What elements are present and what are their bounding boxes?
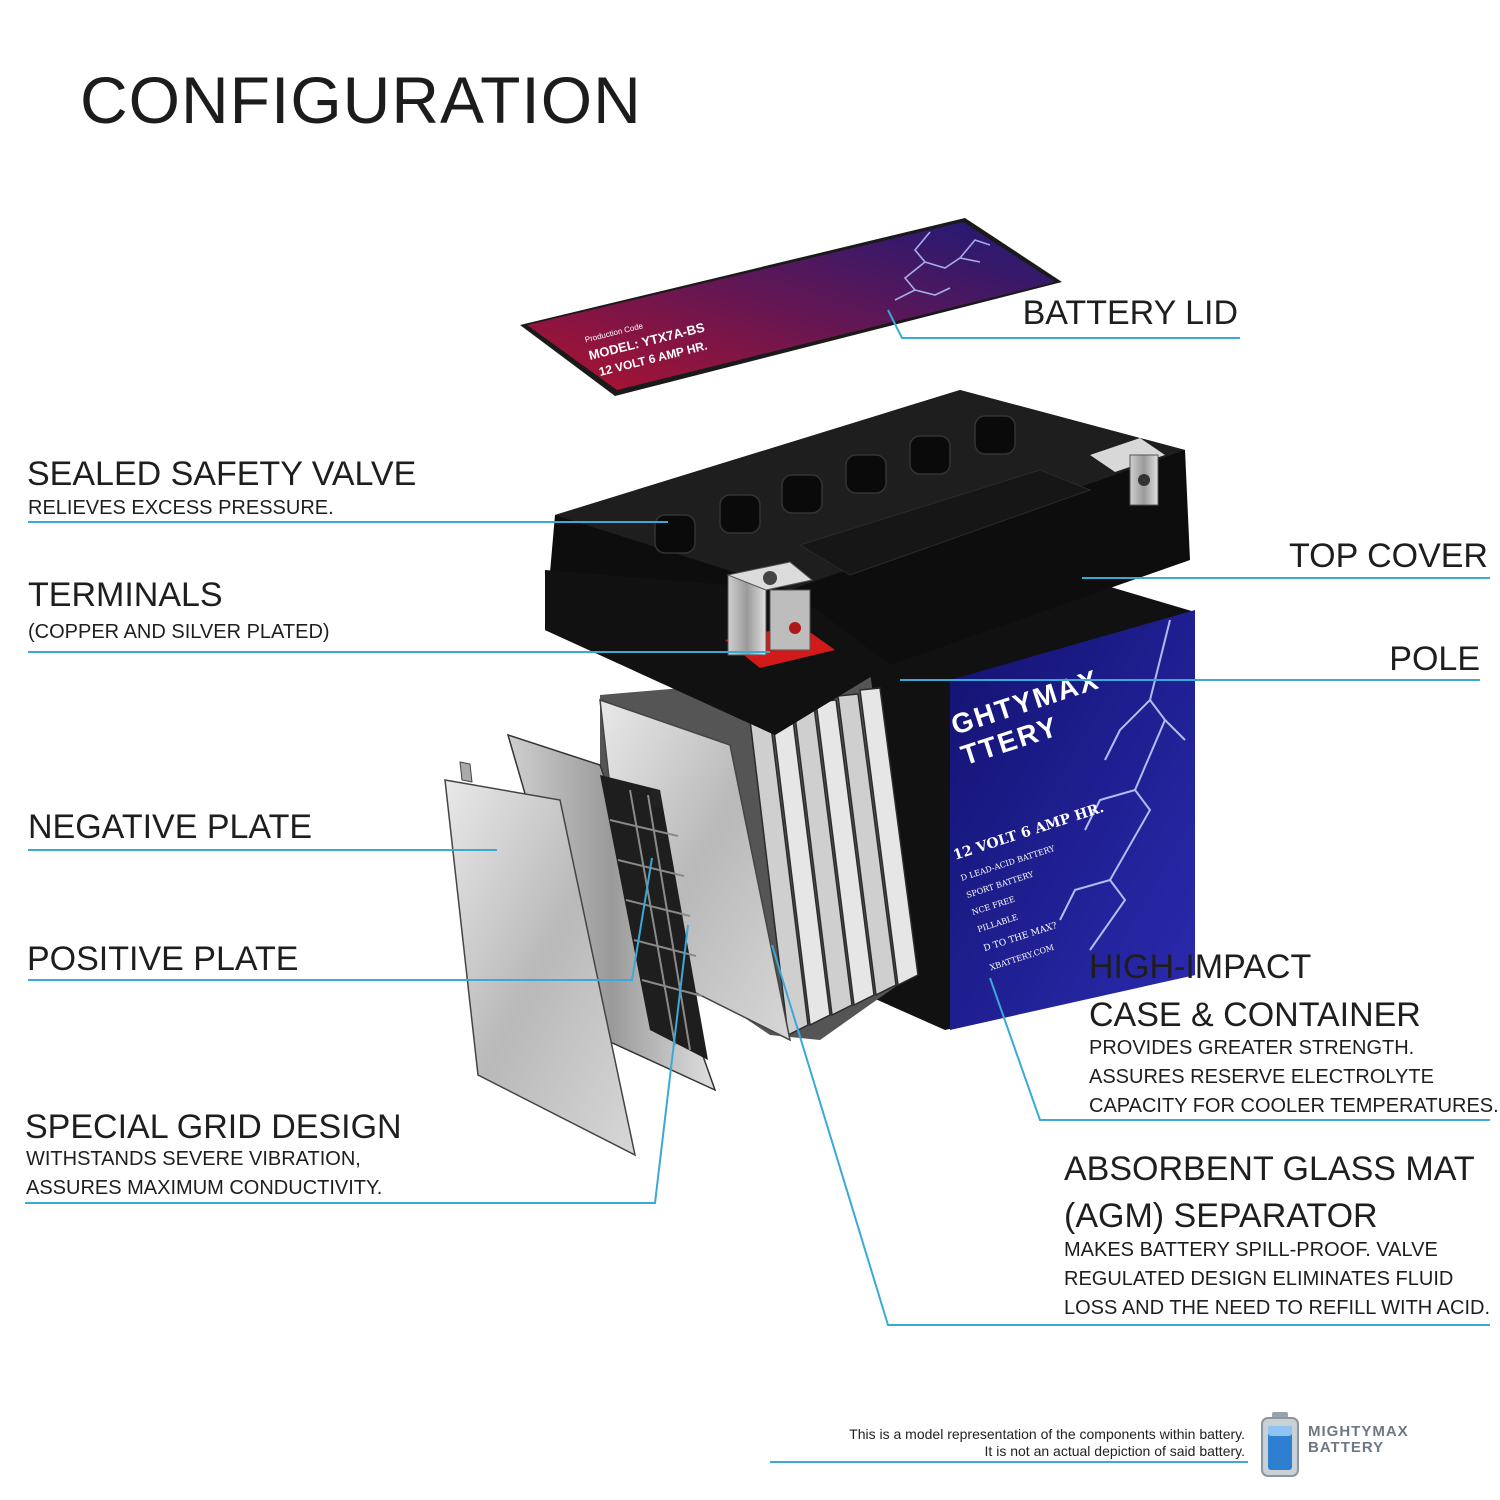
page-title: CONFIGURATION [80, 63, 642, 137]
battery-lid-label: BATTERY LID [1022, 294, 1238, 332]
case-title-line1: HIGH-IMPACT [1089, 948, 1312, 986]
pole-label: POLE [1389, 640, 1480, 678]
negative-plate [444, 761, 637, 1157]
agm-desc-line1: MAKES BATTERY SPILL-PROOF. VALVE [1064, 1239, 1438, 1261]
agm-title-line2: (AGM) SEPARATOR [1064, 1197, 1378, 1235]
special-grid-desc-line1: WITHSTANDS SEVERE VIBRATION, [26, 1148, 361, 1170]
sealed-safety-valve-desc: RELIEVES EXCESS PRESSURE. [28, 497, 334, 519]
battery-logo-icon [1261, 1412, 1299, 1477]
leader-lines [25, 309, 1490, 1463]
vent-cells [654, 415, 1016, 554]
disclaimer: This is a model representation of the co… [849, 1426, 1245, 1460]
special-grid-label: SPECIAL GRID DESIGN [25, 1108, 402, 1146]
terminal-back [1090, 438, 1165, 506]
terminals-desc: (COPPER AND SILVER PLATED) [28, 621, 330, 643]
case-desc-line2: ASSURES RESERVE ELECTROLYTE [1089, 1066, 1434, 1088]
disclaimer-line2: It is not an actual depiction of said ba… [984, 1443, 1245, 1459]
agm-desc-line3: LOSS AND THE NEED TO REFILL WITH ACID. [1064, 1297, 1491, 1319]
agm-title-line1: ABSORBENT GLASS MAT [1064, 1150, 1475, 1188]
case-desc-line3: CAPACITY FOR COOLER TEMPERATURES. [1089, 1095, 1499, 1117]
leader-grid [25, 924, 689, 1204]
terminal-front [725, 561, 835, 668]
leader-agm [771, 944, 1490, 1326]
case-title-line2: CASE & CONTAINER [1089, 996, 1421, 1034]
disclaimer-line1: This is a model representation of the co… [849, 1426, 1245, 1442]
terminals-label: TERMINALS [28, 576, 223, 614]
positive-plate-label: POSITIVE PLATE [27, 940, 299, 978]
case-desc-line1: PROVIDES GREATER STRENGTH. [1089, 1037, 1415, 1059]
logo-line2: BATTERY [1308, 1439, 1385, 1456]
leader-battery-lid [887, 309, 1240, 339]
battery-lid: Production Code MODEL: YTX7A-BS 12 VOLT … [520, 218, 1062, 396]
special-grid-desc-line2: ASSURES MAXIMUM CONDUCTIVITY. [26, 1177, 383, 1199]
top-cover [545, 390, 1190, 735]
agm-desc-line2: REGULATED DESIGN ELIMINATES FLUID [1064, 1268, 1454, 1290]
logo-line1: MIGHTYMAX [1308, 1423, 1409, 1440]
leader-positive-plate [28, 857, 653, 981]
leader-case [989, 977, 1490, 1121]
lid-lightning [894, 231, 991, 301]
sealed-safety-valve-label: SEALED SAFETY VALVE [27, 455, 417, 493]
negative-plate-label: NEGATIVE PLATE [28, 808, 313, 846]
top-cover-label: TOP COVER [1288, 537, 1488, 575]
battery-case: GHTYMAX TTERY 12 VOLT 6 AMP HR. D LEAD-A… [855, 578, 1195, 1030]
case-lightning [1059, 619, 1186, 951]
brand-logo: MIGHTYMAX BATTERY [1308, 1424, 1409, 1456]
